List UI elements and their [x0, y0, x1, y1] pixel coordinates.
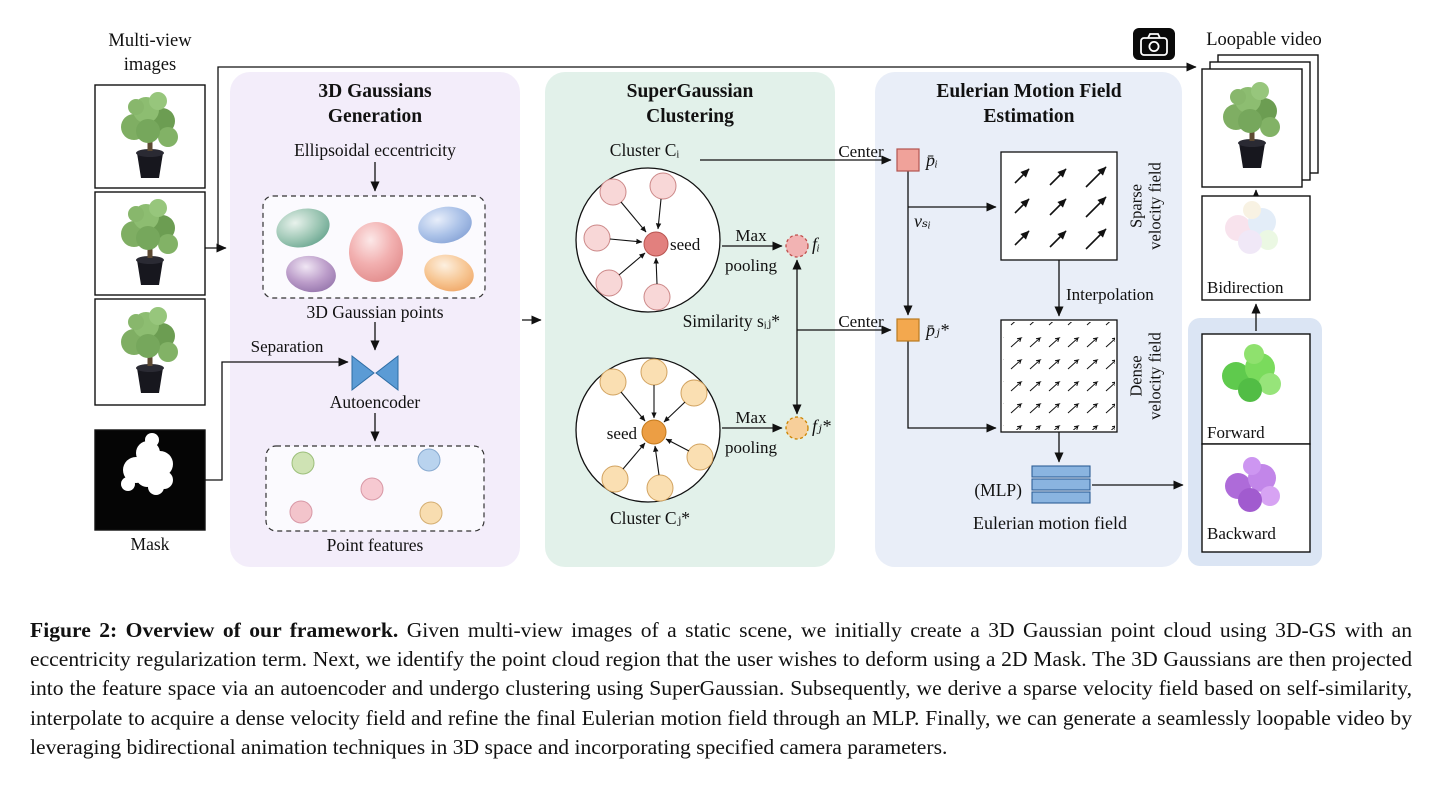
- bidirection-image: [1201, 195, 1311, 301]
- interpolation-label: Interpolation: [1066, 285, 1154, 304]
- center-label-2: Center: [838, 312, 884, 331]
- autoencoder-label: Autoencoder: [329, 392, 421, 412]
- cluster-j-graphic: [575, 357, 809, 503]
- ellipsoidal-eccentricity-label: Ellipsoidal eccentricity: [294, 140, 456, 160]
- multiview-image-1: [94, 84, 206, 189]
- panel-title-clustering: SuperGaussian Clustering: [626, 81, 754, 127]
- mlp-blocks: [1031, 465, 1091, 504]
- max-pooling-label-1: Max pooling: [725, 226, 777, 275]
- multiview-image-3: [94, 298, 206, 406]
- dense-velocity-field-graphic: [1000, 319, 1118, 433]
- center-i-label: p̄ᵢ: [926, 150, 938, 170]
- connector-arrows: [205, 62, 1261, 490]
- seed-label-1: seed: [670, 235, 701, 254]
- cluster-j-label: Cluster Cⱼ*: [610, 508, 690, 528]
- eulerian-motion-field-label: Eulerian motion field: [973, 513, 1127, 533]
- similarity-label: Similarity sᵢⱼ*: [682, 311, 780, 331]
- sparse-velocity-field-graphic: [1000, 151, 1118, 261]
- sparse-field-label: Sparse velocity field: [1126, 162, 1165, 250]
- cluster-i-graphic: [575, 167, 809, 313]
- multiview-image-2: [94, 191, 206, 296]
- loopable-video-frames: [1201, 54, 1319, 188]
- backward-label: Backward: [1207, 524, 1276, 543]
- cluster-i-label: Cluster Cᵢ: [609, 140, 680, 160]
- forward-label: Forward: [1207, 423, 1265, 442]
- point-features-dots: [265, 445, 485, 532]
- loopable-video-label: Loopable video: [1206, 30, 1322, 50]
- mlp-label: (MLP): [974, 480, 1022, 500]
- bidirection-label: Bidirection: [1207, 278, 1284, 297]
- gaussian-points-label: 3D Gaussian points: [306, 302, 444, 322]
- forward-image: [1201, 333, 1311, 445]
- figure-caption: Figure 2: Overview of our framework. Giv…: [30, 616, 1412, 763]
- mask-label: Mask: [130, 534, 170, 554]
- backward-image: [1201, 443, 1311, 553]
- center-point-squares: [896, 148, 920, 342]
- feature-i-label: fᵢ: [812, 234, 820, 254]
- mask-image: [94, 429, 206, 531]
- panel-title-motion: Eulerian Motion Field Estimation: [936, 81, 1122, 127]
- max-pooling-label-2: Max pooling: [725, 408, 777, 457]
- dense-field-label: Dense velocity field: [1126, 332, 1165, 420]
- center-label-1: Center: [838, 142, 884, 161]
- separation-label: Separation: [250, 337, 324, 356]
- multiview-images-label: Multi-view images: [108, 31, 192, 75]
- autoencoder-bowtie-icon: [351, 354, 399, 392]
- point-features-label: Point features: [326, 535, 424, 555]
- diagram-graphics: [94, 28, 1319, 553]
- feature-j-label: fⱼ*: [812, 416, 831, 436]
- gaussian-ellipses: [262, 195, 486, 299]
- velocity-si-label: vₛᵢ: [914, 211, 931, 231]
- figure-caption-body: Given multi-view images of a static scen…: [30, 617, 1412, 760]
- panel-title-3d-gaussians: 3D Gaussians Generation: [318, 81, 432, 127]
- center-j-label: p̄ⱼ*: [926, 320, 949, 340]
- seed-label-2: seed: [606, 424, 637, 443]
- figure-caption-lead: Figure 2: Overview of our framework.: [30, 617, 399, 642]
- camera-icon: [1133, 28, 1175, 60]
